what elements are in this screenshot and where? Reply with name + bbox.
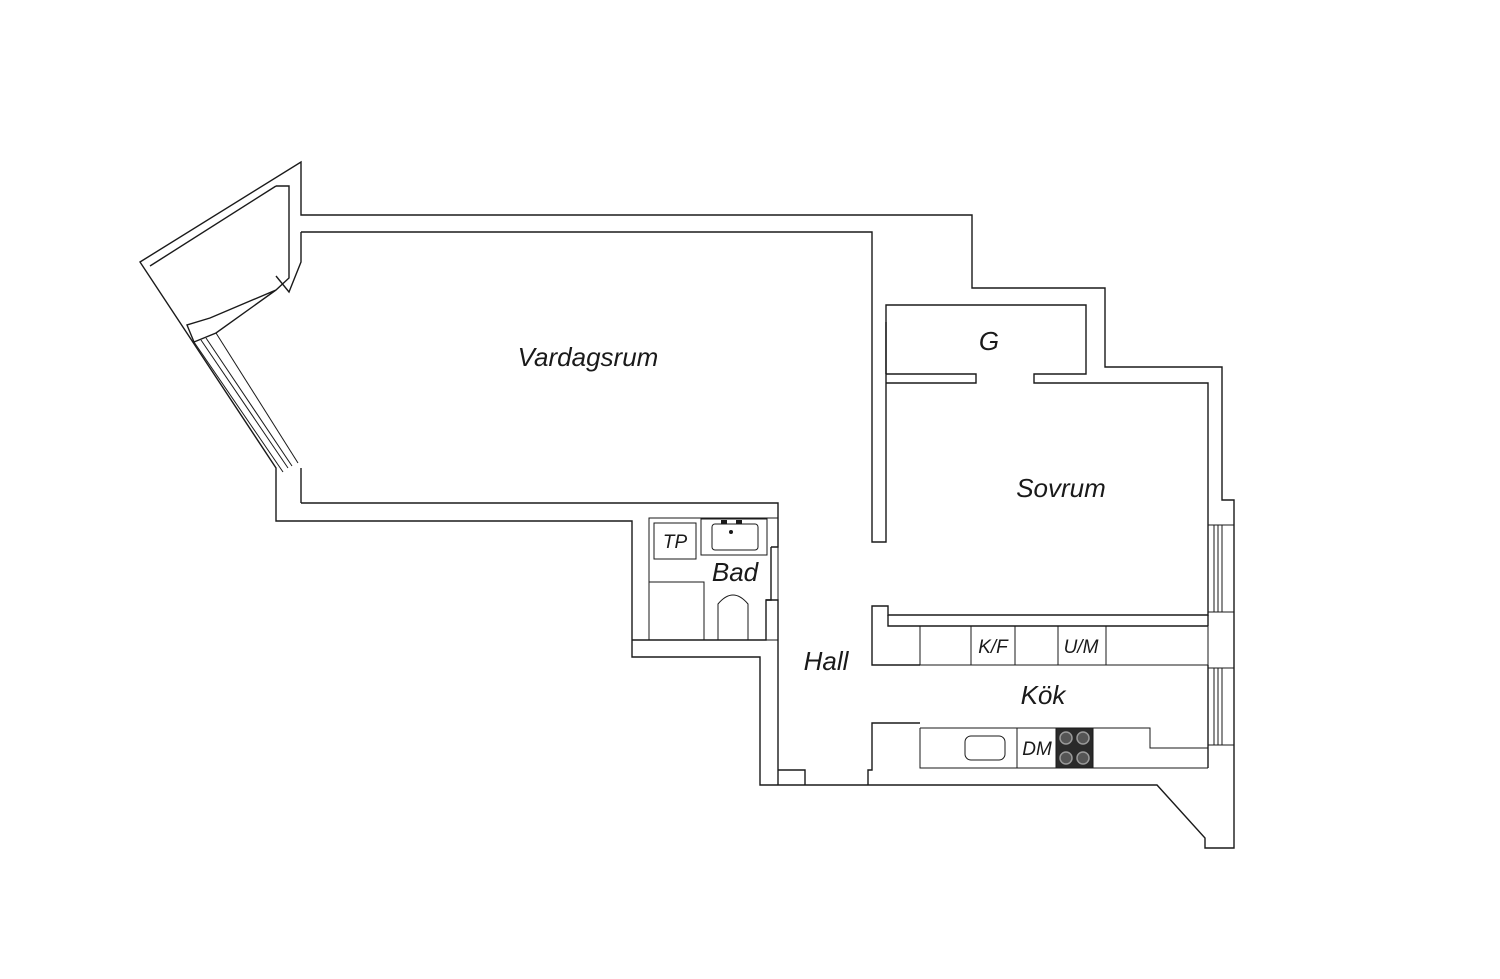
room-label-bad: Bad (712, 557, 760, 587)
fixture-label-tp: TP (663, 532, 688, 553)
sink-cabinet (700, 518, 768, 556)
room-label-g: G (979, 326, 999, 356)
bathroom (632, 517, 779, 785)
exterior-walls (139, 160, 1235, 849)
fixture-label-kf: K/F (978, 637, 1009, 658)
kitchen-upper-counter (887, 615, 1209, 666)
hall-walls (778, 722, 920, 785)
living-room-walls (149, 185, 779, 548)
sink-icon (711, 523, 759, 551)
fixture-label-um: U/M (1064, 637, 1099, 658)
room-label-kok: Kök (1021, 680, 1068, 710)
balcony-window (193, 332, 299, 473)
room-label-sovrum: Sovrum (1016, 473, 1106, 503)
room-label-vardagsrum: Vardagsrum (518, 342, 659, 372)
fixture-label-dm: DM (1022, 739, 1052, 760)
toilet-icon (717, 594, 749, 640)
kitchen-sink-icon (964, 735, 1006, 761)
room-label-hall: Hall (804, 646, 850, 676)
shower-area (648, 581, 705, 641)
right-windows (1207, 524, 1234, 768)
towel-dryer-tp (653, 522, 697, 560)
closet-walls (885, 322, 977, 384)
kitchen-lower-counter (919, 727, 1208, 769)
